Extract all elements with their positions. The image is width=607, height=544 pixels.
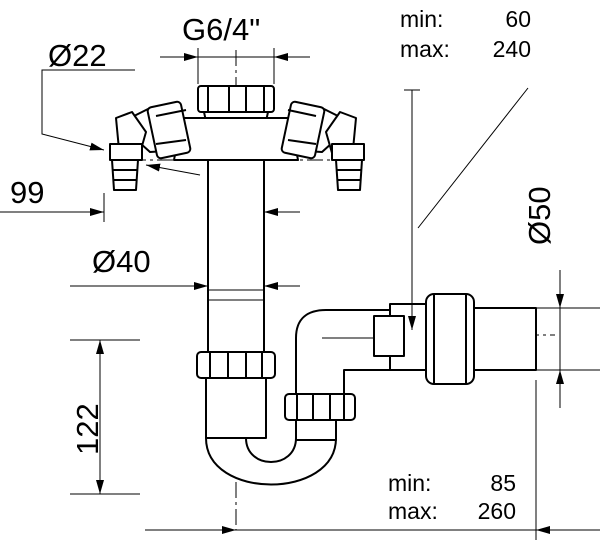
outlet-diameter-label: Ø50	[522, 186, 557, 245]
left-hose-connector	[109, 100, 192, 191]
siphon-body	[173, 85, 537, 486]
dimension-lines	[0, 48, 600, 540]
height-label: 122	[70, 403, 105, 455]
thread-size-label: G6/4"	[182, 12, 260, 47]
bottom-range-min-label: min:	[388, 470, 431, 496]
top-range-min-value: 60	[505, 6, 531, 32]
bottom-range-min-value: 85	[490, 470, 516, 496]
pipe-diameter-label: Ø40	[92, 244, 151, 279]
right-hose-connector	[280, 100, 365, 191]
hose-spacing-label: 99	[10, 175, 44, 210]
top-range-min-label: min:	[400, 6, 443, 32]
top-range-max-value: 240	[493, 36, 531, 62]
bottom-range-max-value: 260	[478, 498, 516, 524]
top-range-max-label: max:	[400, 36, 450, 62]
hose-diameter-label: Ø22	[48, 38, 107, 73]
bottom-range-max-label: max:	[388, 498, 438, 524]
